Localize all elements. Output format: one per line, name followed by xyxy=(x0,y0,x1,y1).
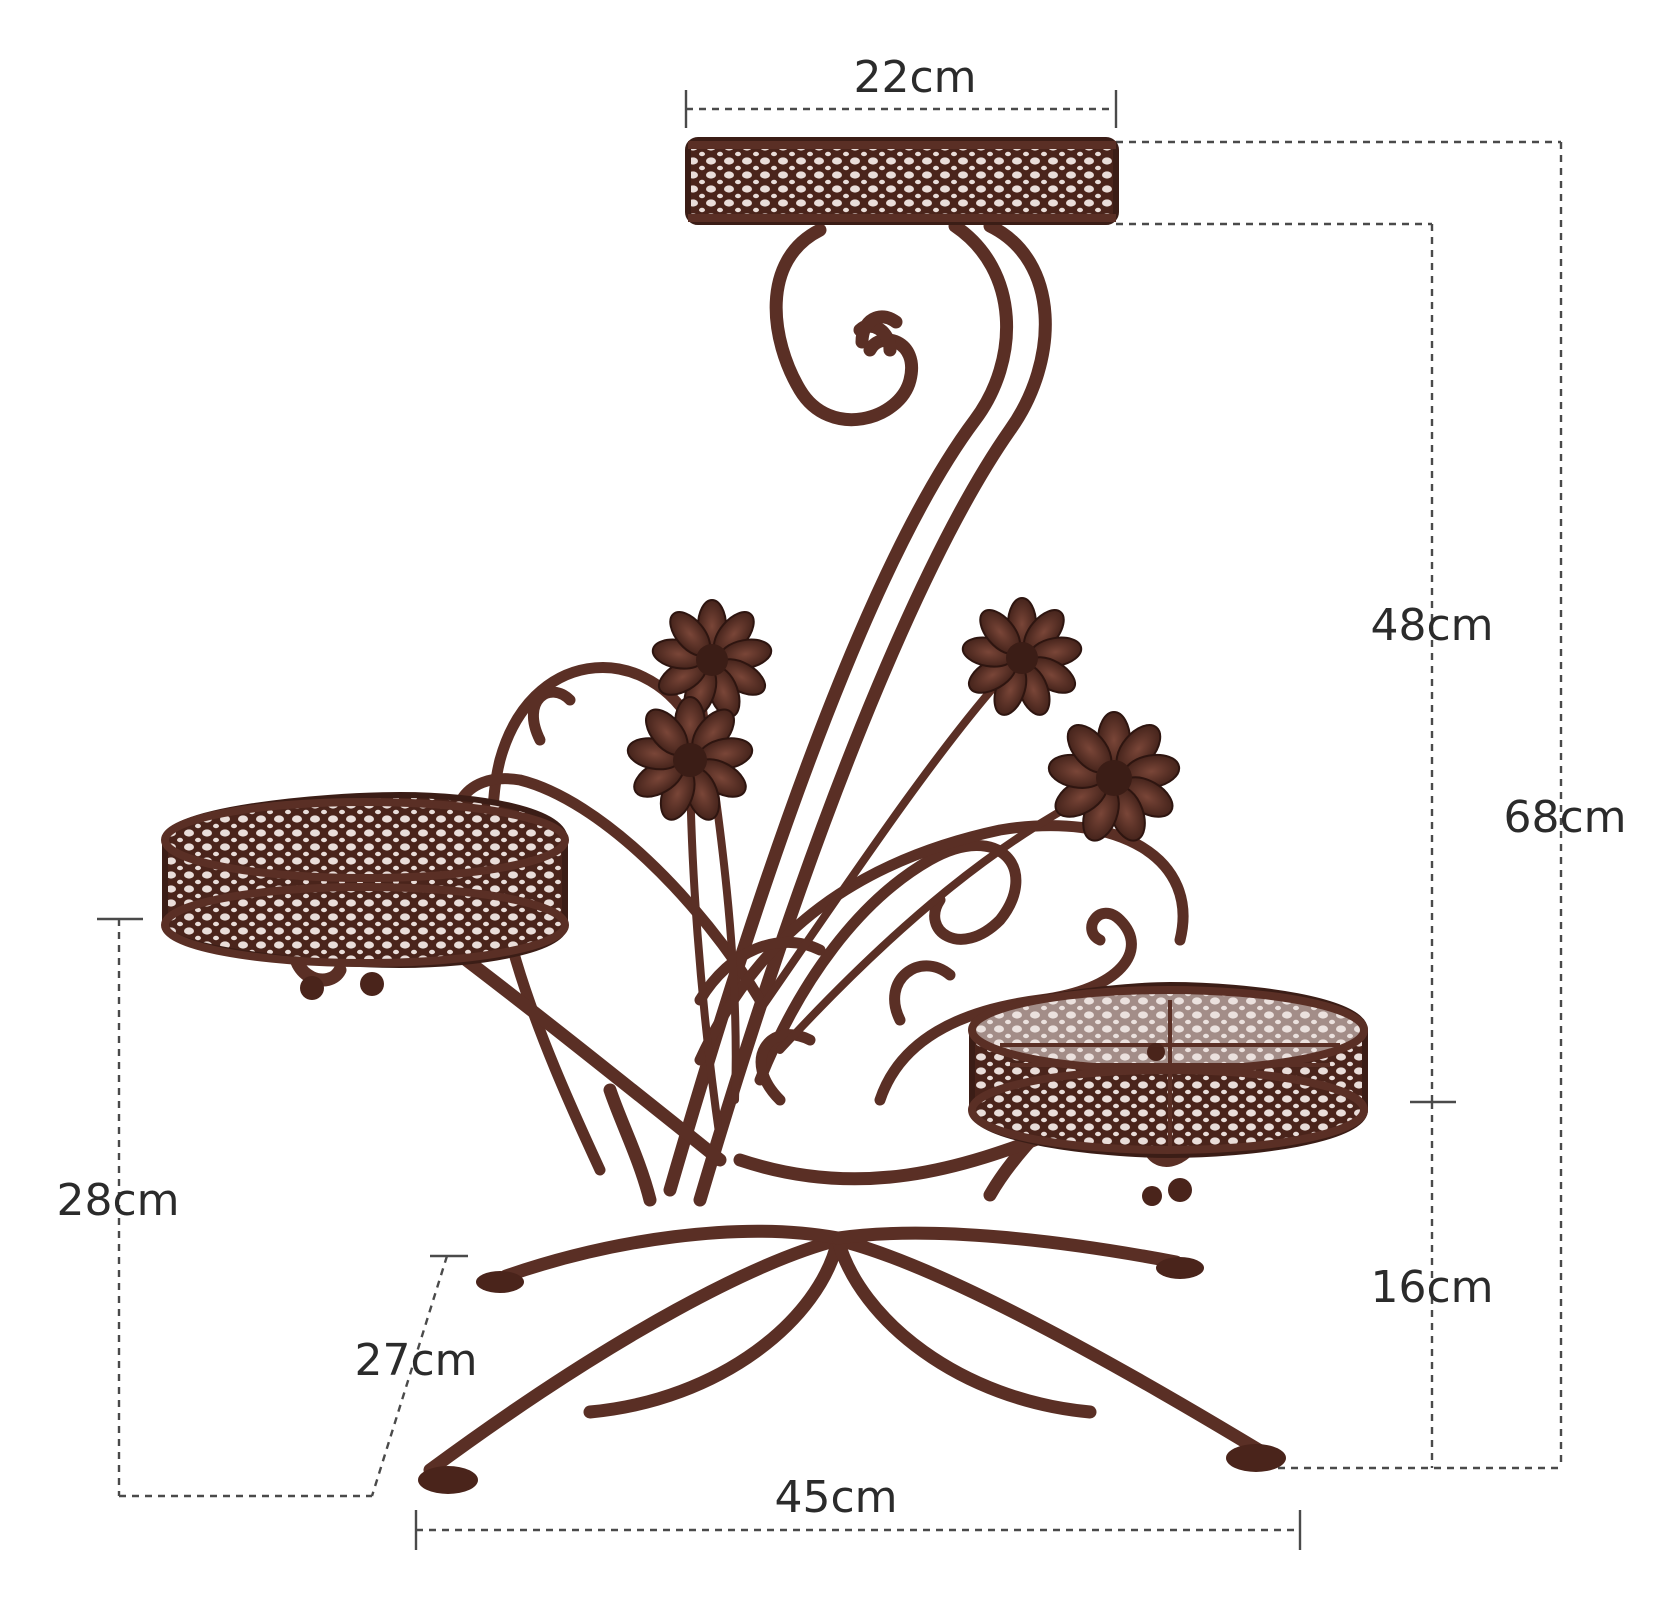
dimension-lines xyxy=(97,90,1563,1550)
plant-stand-illustration xyxy=(161,137,1368,1494)
right-tray xyxy=(968,981,1368,1159)
label-total-height: 68cm xyxy=(1503,792,1626,843)
flower-4 xyxy=(1047,711,1181,842)
flower-3 xyxy=(961,597,1083,716)
dimension-labels: 22cm 48cm 68cm 28cm 27cm 16cm 45cm xyxy=(56,52,1626,1523)
stand-main-column xyxy=(663,219,1052,1207)
stand-feet xyxy=(418,1257,1286,1494)
label-base-width: 45cm xyxy=(774,1472,897,1523)
top-tray xyxy=(685,137,1119,225)
left-tray xyxy=(161,791,569,969)
tray-ornaments xyxy=(300,972,1192,1206)
label-top-width: 22cm xyxy=(853,52,976,103)
label-upper-height: 48cm xyxy=(1370,600,1493,651)
label-left-height: 28cm xyxy=(56,1175,179,1226)
flower-1 xyxy=(651,599,773,718)
flower-2 xyxy=(626,696,754,821)
label-depth: 27cm xyxy=(354,1335,477,1386)
stand-base-legs xyxy=(423,1083,1269,1477)
label-right-height: 16cm xyxy=(1370,1262,1493,1313)
